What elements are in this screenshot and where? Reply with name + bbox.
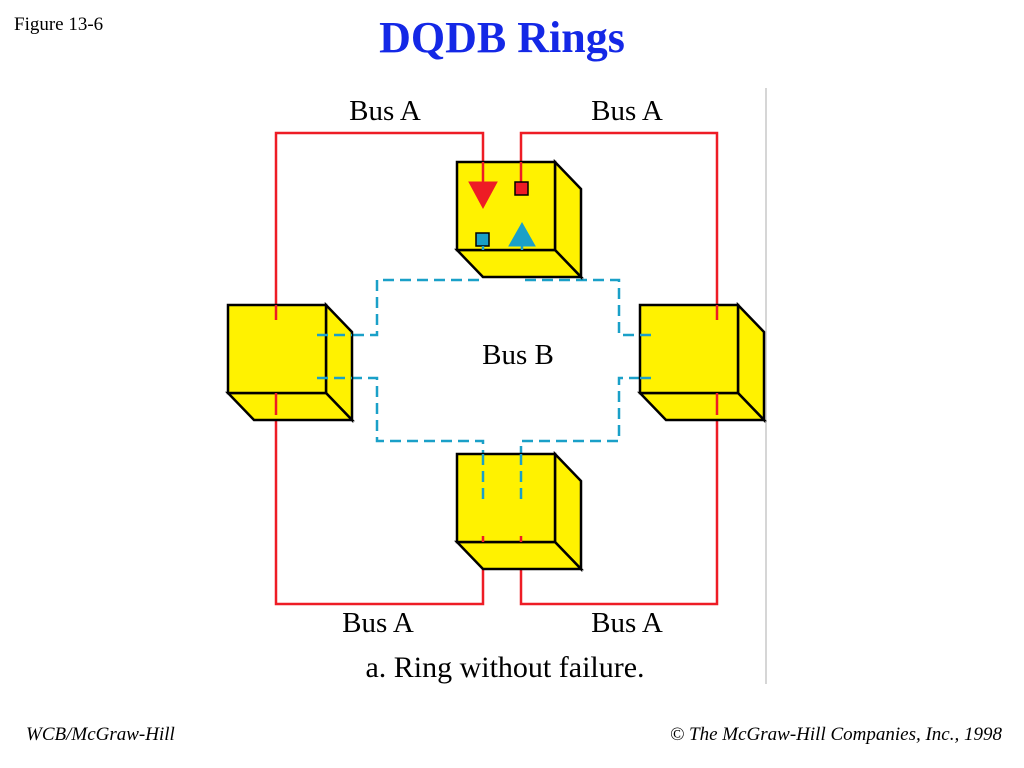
bus-a-square-icon [514, 181, 529, 196]
node-top [454, 158, 584, 281]
bus-b-label: Bus B [482, 339, 554, 371]
bus-b-square-icon [475, 232, 490, 247]
node-right [637, 301, 767, 424]
bus-a-label-top-left: Bus A [349, 95, 421, 127]
figure-label: Figure 13-6 [14, 14, 104, 35]
bus-b-node-segments [317, 333, 657, 500]
bus-a-label-bottom-right: Bus A [591, 607, 663, 639]
bus-a-down-arrow-icon [468, 181, 498, 210]
figure-caption: a. Ring without failure. [365, 651, 644, 684]
node-left [225, 301, 355, 424]
bus-a-node-segments [274, 162, 719, 542]
bus-a-label-bottom-left: Bus A [342, 607, 414, 639]
copyright-notice: © The McGraw-Hill Companies, Inc., 1998 [669, 724, 1002, 745]
node-bottom [454, 450, 584, 573]
publisher-label: WCB/McGraw-Hill [26, 724, 175, 745]
slide-title: DQDB Rings [379, 13, 625, 62]
bus-a-label-top-right: Bus A [591, 95, 663, 127]
